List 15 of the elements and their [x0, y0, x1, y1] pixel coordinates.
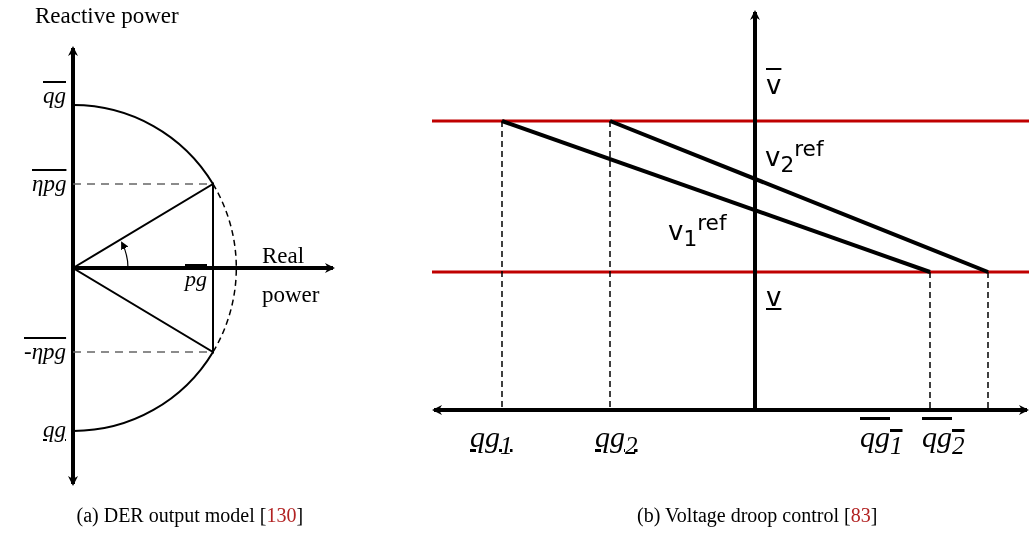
- caption: (b) Voltage droop control [83]: [637, 505, 878, 525]
- axis-label: v: [766, 72, 782, 98]
- tick-label: qg: [43, 418, 66, 441]
- tick-label: qg$_{1}$: [860, 422, 903, 458]
- caption: (a) DER output model [130]: [76, 505, 304, 525]
- axis-label: v: [766, 284, 782, 310]
- tick-label: ηpg: [32, 172, 67, 195]
- tick-label: qg$_{1}$: [470, 422, 513, 458]
- axis-label: Reactive power: [35, 4, 179, 27]
- tick-label: -ηpg: [24, 340, 67, 363]
- tick-label: qg: [43, 84, 66, 107]
- tick-label: qg$_{2}$: [595, 422, 638, 458]
- axis-label: Real power: [262, 242, 321, 310]
- tick-label: pg: [185, 268, 207, 290]
- tick-label: qg$_{2}$: [922, 422, 965, 458]
